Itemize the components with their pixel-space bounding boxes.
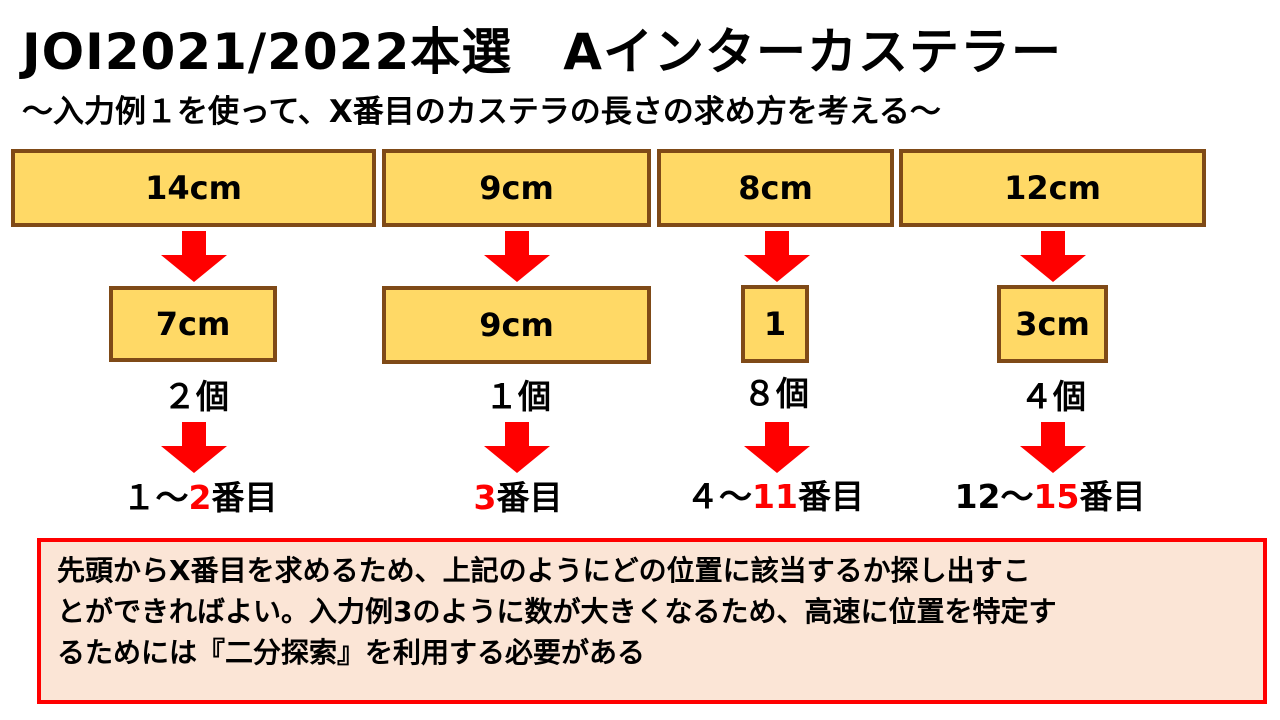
note-line-3: るためには『二分探索』を利用する必要がある bbox=[57, 636, 646, 669]
down-arrow-icon bbox=[1020, 422, 1086, 473]
range-highlight: 11 bbox=[752, 477, 798, 516]
reduced-length-box-2: 9cm bbox=[382, 286, 651, 364]
range-suffix: 番目 bbox=[211, 478, 278, 517]
piece-count-2: １個 bbox=[485, 377, 551, 416]
down-arrow-icon bbox=[744, 231, 810, 282]
down-arrow-icon bbox=[484, 231, 550, 282]
range-prefix: ４～ bbox=[686, 477, 753, 516]
range-suffix: 番目 bbox=[797, 477, 864, 516]
range-highlight: 15 bbox=[1033, 477, 1080, 516]
range-highlight: 3 bbox=[473, 478, 497, 517]
range-prefix: １～ bbox=[122, 478, 189, 517]
down-arrow-icon bbox=[484, 422, 550, 473]
down-arrow-icon bbox=[744, 422, 810, 473]
range-prefix: 12～ bbox=[954, 477, 1034, 516]
reduced-length-box-4: 3cm bbox=[997, 285, 1108, 363]
position-range-4: 12～15番目 bbox=[920, 477, 1180, 517]
piece-count-1: ２個 bbox=[163, 377, 229, 416]
reduced-length-box-1: 7cm bbox=[109, 286, 277, 362]
note-line-1: 先頭からX番目を求めるため、上記のようにどの位置に該当するか探し出すこ bbox=[57, 554, 1031, 587]
explanation-note: 先頭からX番目を求めるため、上記のようにどの位置に該当するか探し出すこ とができ… bbox=[37, 538, 1267, 704]
note-line-2: とができればよい。入力例3のように数が大きくなるため、高速に位置を特定す bbox=[57, 595, 1057, 628]
range-highlight: 2 bbox=[188, 478, 212, 517]
down-arrow-icon bbox=[161, 422, 227, 473]
position-range-2: 3番目 bbox=[388, 478, 648, 518]
piece-count-4: ４個 bbox=[1020, 377, 1086, 416]
original-length-box-4: 12cm bbox=[899, 149, 1206, 227]
reduced-length-box-3: 1 bbox=[741, 285, 809, 363]
original-length-box-3: 8cm bbox=[657, 149, 894, 227]
page-title: JOI2021/2022本選 Aインターカステラー bbox=[22, 23, 1062, 81]
range-suffix: 番目 bbox=[1079, 477, 1146, 516]
position-range-1: １～2番目 bbox=[70, 478, 330, 518]
original-length-box-2: 9cm bbox=[382, 149, 651, 227]
down-arrow-icon bbox=[161, 231, 227, 282]
position-range-3: ４～11番目 bbox=[645, 477, 905, 517]
range-suffix: 番目 bbox=[496, 478, 563, 517]
piece-count-3: ８個 bbox=[743, 374, 809, 413]
page-subtitle: ～入力例１を使って、X番目のカステラの長さの求め方を考える～ bbox=[22, 94, 941, 130]
original-length-box-1: 14cm bbox=[11, 149, 376, 227]
down-arrow-icon bbox=[1020, 231, 1086, 282]
